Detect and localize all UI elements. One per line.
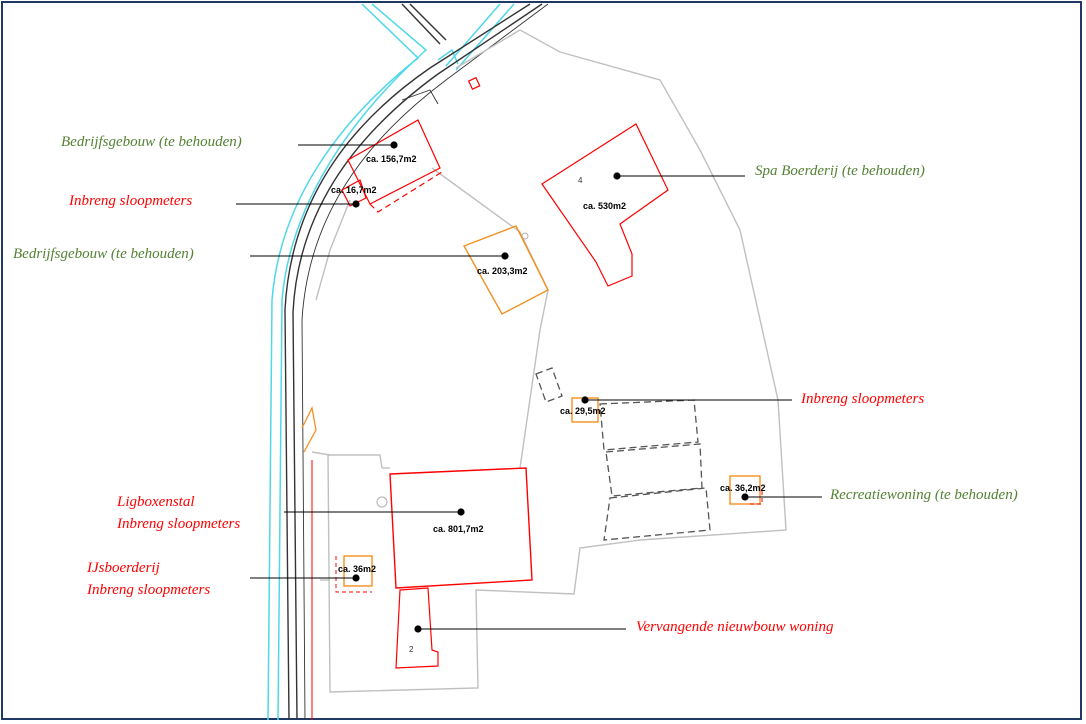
road [284,3,549,721]
marker-circle [521,232,529,240]
building-801 [389,467,533,589]
label-ligboxenstal-line1: Ligboxenstal [117,494,195,510]
building-203 [462,225,549,315]
label-inbreng-right: Inbreng sloopmeters [801,391,925,407]
leader-lines [236,144,822,630]
label-ijsboerderij-line2: Inbreng sloopmeters [87,582,211,598]
building-nieuwbouw [395,587,439,669]
area-label-16: ca. 16,7m2 [331,185,377,195]
area-label-530: ca. 530m2 [583,201,626,211]
building-36 [343,555,373,587]
label-recreatiewoning: Recreatiewoning (te behouden) [830,487,1018,503]
area-label-36: ca. 36m2 [338,564,376,574]
label-ligboxenstal-line2: Inbreng sloopmeters [117,516,241,532]
parcel-boundaries [311,29,787,693]
area-label-36-2: ca. 36,2m2 [720,483,766,493]
marker-circle [376,496,388,508]
building-16 [341,179,367,207]
label-inbreng-left: Inbreng sloopmeters [69,193,193,209]
label-spa-boerderij: Spa Boerderij (te behouden) [755,163,925,179]
area-label-156: ca. 156,7m2 [366,154,417,164]
small-red-square [467,76,481,91]
area-label-801: ca. 801,7m2 [433,524,484,534]
building-dashed-annex [369,171,443,213]
building-number-2: 2 [409,645,414,654]
dashed-sheds [535,367,711,541]
orange-mark [301,405,317,453]
label-bedrijfsgebouw-top: Bedrijfsgebouw (te behouden) [61,134,242,150]
building-530 [541,123,669,287]
building-number-4: 4 [578,176,583,185]
label-ijsboerderij-line1: IJsboerderij [87,560,160,576]
area-label-203: ca. 203,3m2 [477,266,528,276]
label-nieuwbouw: Vervangende nieuwbouw woning [636,619,834,635]
building-36-2 [729,475,761,505]
dashed-annex [335,556,372,593]
dashed-annex [750,490,763,505]
ditch-water [267,3,515,721]
area-label-29: ca. 29,5m2 [560,406,606,416]
label-bedrijfsgebouw-mid: Bedrijfsgebouw (te behouden) [13,246,194,262]
marker-dots [352,141,749,633]
label-ijsboerderij: IJsboerderij Inbreng sloopmeters [87,557,210,601]
label-ligboxenstal: Ligboxenstal Inbreng sloopmeters [117,491,240,535]
